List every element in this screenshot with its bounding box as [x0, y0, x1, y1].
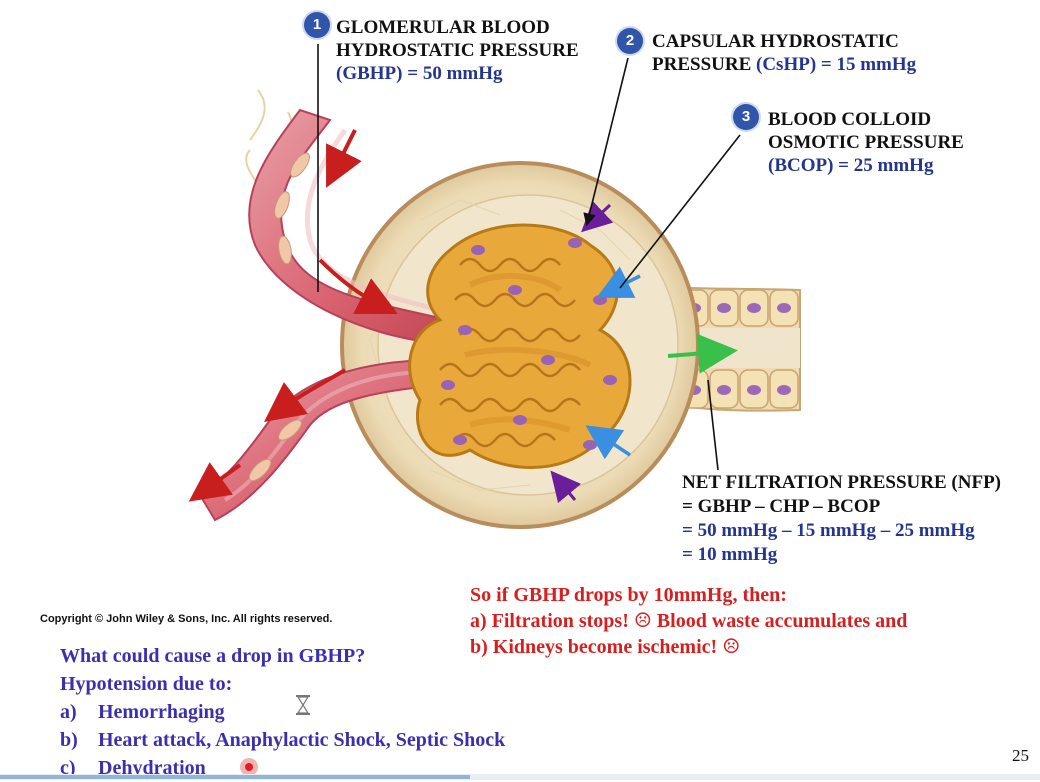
cause-text: Hemorrhaging	[98, 701, 225, 723]
question-title: What could cause a drop in GBHP?	[60, 645, 366, 667]
hourglass-icon	[296, 695, 310, 715]
label-gbhp: GLOMERULAR BLOOD HYDROSTATIC PRESSURE (G…	[336, 16, 579, 85]
cause-text: Dehydration	[98, 757, 206, 779]
label-nfp-values: = 50 mmHg – 15 mmHg – 25 mmHg	[682, 520, 975, 541]
question-subtitle: Hypotension due to:	[60, 673, 233, 695]
copyright-notice: Copyright © John Wiley & Sons, Inc. All …	[40, 613, 333, 625]
scenario-item-a: a) Filtration stops! ☹ Blood waste accum…	[470, 610, 908, 632]
cause-text: Heart attack, Anaphylactic Shock, Septic…	[98, 729, 506, 751]
label-gbhp-line2: HYDROSTATIC PRESSURE	[336, 40, 579, 61]
scenario-item-b: b) Kidneys become ischemic! ☹	[470, 636, 741, 658]
label-bcop-line1: BLOOD COLLOID	[768, 109, 932, 130]
badge-bcop: 3	[733, 104, 759, 130]
capillary-tuft	[408, 223, 632, 469]
label-nfp-title: NET FILTRATION PRESSURE (NFP)	[682, 472, 1002, 493]
colloid-pressure-arrows	[585, 266, 641, 460]
cause-marker: a)	[60, 701, 77, 723]
cause-marker: c)	[60, 757, 76, 779]
question-block: What could cause a drop in GBHP? Hypoten…	[60, 642, 505, 782]
label-gbhp-value: (GBHP) = 50 mmHg	[336, 63, 503, 84]
label-cshp: CAPSULAR HYDROSTATIC PRESSURE (CsHP) = 1…	[652, 30, 916, 76]
label-nfp-result: = 10 mmHg	[682, 544, 778, 565]
label-nfp-formula: = GBHP – CHP – BCOP	[682, 496, 881, 517]
label-bcop-line2: OSMOTIC PRESSURE	[768, 132, 964, 153]
label-gbhp-line1: GLOMERULAR BLOOD	[336, 17, 550, 38]
scenario-intro: So if GBHP drops by 10mmHg, then:	[470, 584, 787, 606]
page-number: 25	[1012, 746, 1029, 765]
cause-item: c) Dehydration	[60, 754, 505, 782]
badge-cshp: 2	[617, 28, 643, 54]
filtrate-flow-arrow	[667, 333, 738, 374]
label-cshp-line2-text: PRESSURE	[652, 54, 756, 75]
badge-gbhp: 1	[304, 12, 330, 38]
leader-lines	[317, 44, 741, 471]
video-progress-fill	[0, 775, 470, 779]
label-nfp: NET FILTRATION PRESSURE (NFP) = GBHP – C…	[682, 471, 1001, 567]
label-cshp-line2: PRESSURE (CsHP) = 15 mmHg	[652, 53, 916, 76]
label-bcop-value: (BCOP) = 25 mmHg	[768, 155, 934, 176]
blood-flow-arrows	[188, 129, 398, 502]
cause-item: a) Hemorrhaging	[60, 698, 505, 726]
cause-item: b) Heart attack, Anaphylactic Shock, Sept…	[60, 726, 505, 754]
scenario-block: So if GBHP drops by 10mmHg, then: a) Fil…	[470, 582, 907, 660]
label-cshp-line1: CAPSULAR HYDROSTATIC	[652, 31, 899, 52]
record-indicator-icon	[240, 758, 258, 776]
cause-marker: b)	[60, 729, 78, 751]
label-cshp-value: (CsHP) = 15 mmHg	[756, 54, 917, 75]
video-progress-track[interactable]	[0, 774, 1040, 780]
label-bcop: BLOOD COLLOID OSMOTIC PRESSURE (BCOP) = …	[768, 108, 964, 177]
